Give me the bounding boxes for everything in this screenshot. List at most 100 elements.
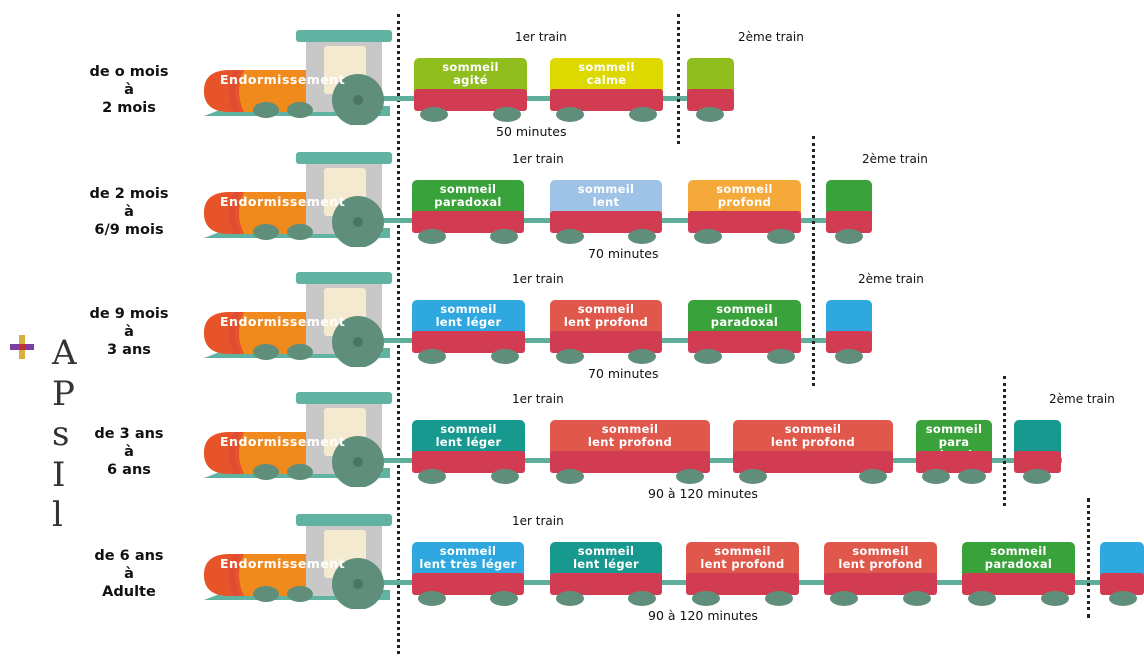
sleep-cycle-car: sommeil lent très léger — [412, 542, 524, 608]
wheel — [767, 349, 795, 364]
cycle-duration-label: 90 à 120 minutes — [648, 486, 758, 501]
wheel — [556, 469, 584, 484]
wheel — [739, 469, 767, 484]
car-base — [686, 573, 799, 595]
wheel — [767, 229, 795, 244]
locomotive-label: Endormissement — [220, 194, 346, 209]
car-base — [412, 451, 525, 473]
sleep-cycle-car: sommeil agité — [414, 58, 527, 124]
car-label: sommeil lent profond — [686, 542, 799, 576]
wheel — [1109, 591, 1137, 606]
second-train-label: 2ème train — [862, 152, 928, 166]
wheel — [490, 229, 518, 244]
car-label: sommeil lent profond — [733, 420, 893, 454]
locomotive-label: Endormissement — [220, 314, 346, 329]
sleep-cycle-car: sommeil lent profond — [550, 300, 662, 366]
wheel — [676, 469, 704, 484]
sleep-cycle-car: sommeil lent léger — [412, 300, 525, 366]
next-train-car — [687, 58, 734, 124]
wheel — [835, 229, 863, 244]
start-divider — [397, 14, 400, 654]
sleep-cycle-car: sommeil lent profond — [686, 542, 799, 608]
car-base — [414, 89, 527, 111]
second-train-divider — [677, 14, 680, 144]
car-base — [412, 573, 524, 595]
car-label: sommeil lent très léger — [412, 542, 524, 576]
wheel — [556, 229, 584, 244]
car-base — [826, 331, 872, 353]
cross-bullet-icon — [10, 335, 34, 359]
car-label: sommeil lent léger — [412, 420, 525, 454]
car-base — [550, 331, 662, 353]
sleep-cycle-car: sommeil lent léger — [412, 420, 525, 486]
slide-text-line: s — [52, 414, 70, 454]
wheel — [830, 591, 858, 606]
car-base — [550, 89, 663, 111]
cycle-duration-label: 90 à 120 minutes — [648, 608, 758, 623]
second-train-divider — [812, 256, 815, 386]
next-train-car — [826, 180, 872, 246]
locomotive-icon — [204, 30, 392, 125]
car-label: sommeil paradoxal — [412, 180, 524, 214]
second-train-divider — [812, 136, 815, 266]
car-label: sommeil lent léger — [550, 542, 662, 576]
car-base — [733, 451, 893, 473]
car-base — [824, 573, 937, 595]
age-range-label: de 6 ans à Adulte — [94, 548, 164, 600]
wheel — [490, 591, 518, 606]
wheel — [692, 591, 720, 606]
locomotive-icon — [204, 514, 392, 609]
second-train-divider — [1003, 376, 1006, 506]
car-base — [550, 451, 710, 473]
age-range-label: de 2 mois à 6/9 mois — [89, 186, 169, 238]
locomotive-icon — [204, 272, 392, 367]
car-label: sommeil paradoxal — [688, 300, 801, 334]
car-base — [962, 573, 1075, 595]
wheel — [922, 469, 950, 484]
car-base — [826, 211, 872, 233]
sleep-cycle-car: sommeil para doxal — [916, 420, 992, 486]
locomotive-icon — [204, 152, 392, 247]
car-label: sommeil calme — [550, 58, 663, 92]
wheel — [694, 229, 722, 244]
wheel — [493, 107, 521, 122]
car-label: sommeil lent profond — [550, 300, 662, 334]
wheel — [1041, 591, 1069, 606]
wheel — [958, 469, 986, 484]
locomotive-icon — [204, 392, 392, 487]
wheel — [628, 349, 656, 364]
first-train-label: 1er train — [512, 514, 564, 528]
first-train-label: 1er train — [512, 272, 564, 286]
car-base — [550, 573, 662, 595]
wheel — [418, 591, 446, 606]
age-range-label: de 3 ans à 6 ans — [94, 426, 164, 478]
slide-text-line: l — [52, 495, 63, 535]
car-label: sommeil profond — [688, 180, 801, 214]
cycle-duration-label: 70 minutes — [588, 366, 659, 381]
second-train-label: 2ème train — [738, 30, 804, 44]
car-base — [550, 211, 662, 233]
slide-text-line: A — [52, 333, 77, 373]
wheel — [556, 591, 584, 606]
car-base — [688, 331, 801, 353]
wheel — [835, 349, 863, 364]
sleep-cycle-car: sommeil calme — [550, 58, 663, 124]
wheel — [491, 349, 519, 364]
car-label: sommeil lent profond — [824, 542, 937, 576]
locomotive-label: Endormissement — [220, 556, 346, 571]
wheel — [694, 349, 722, 364]
first-train-label: 1er train — [512, 152, 564, 166]
cycle-duration-label: 70 minutes — [588, 246, 659, 261]
wheel — [696, 107, 724, 122]
sleep-cycle-car: sommeil paradoxal — [962, 542, 1075, 608]
wheel — [491, 469, 519, 484]
next-train-car — [826, 300, 872, 366]
wheel — [418, 229, 446, 244]
sleep-cycle-car: sommeil lent profond — [550, 420, 710, 486]
second-train-label: 2ème train — [1049, 392, 1115, 406]
wheel — [968, 591, 996, 606]
car-base — [1100, 573, 1144, 595]
next-train-car — [1014, 420, 1061, 486]
sleep-cycle-car: sommeil paradoxal — [412, 180, 524, 246]
wheel — [418, 469, 446, 484]
